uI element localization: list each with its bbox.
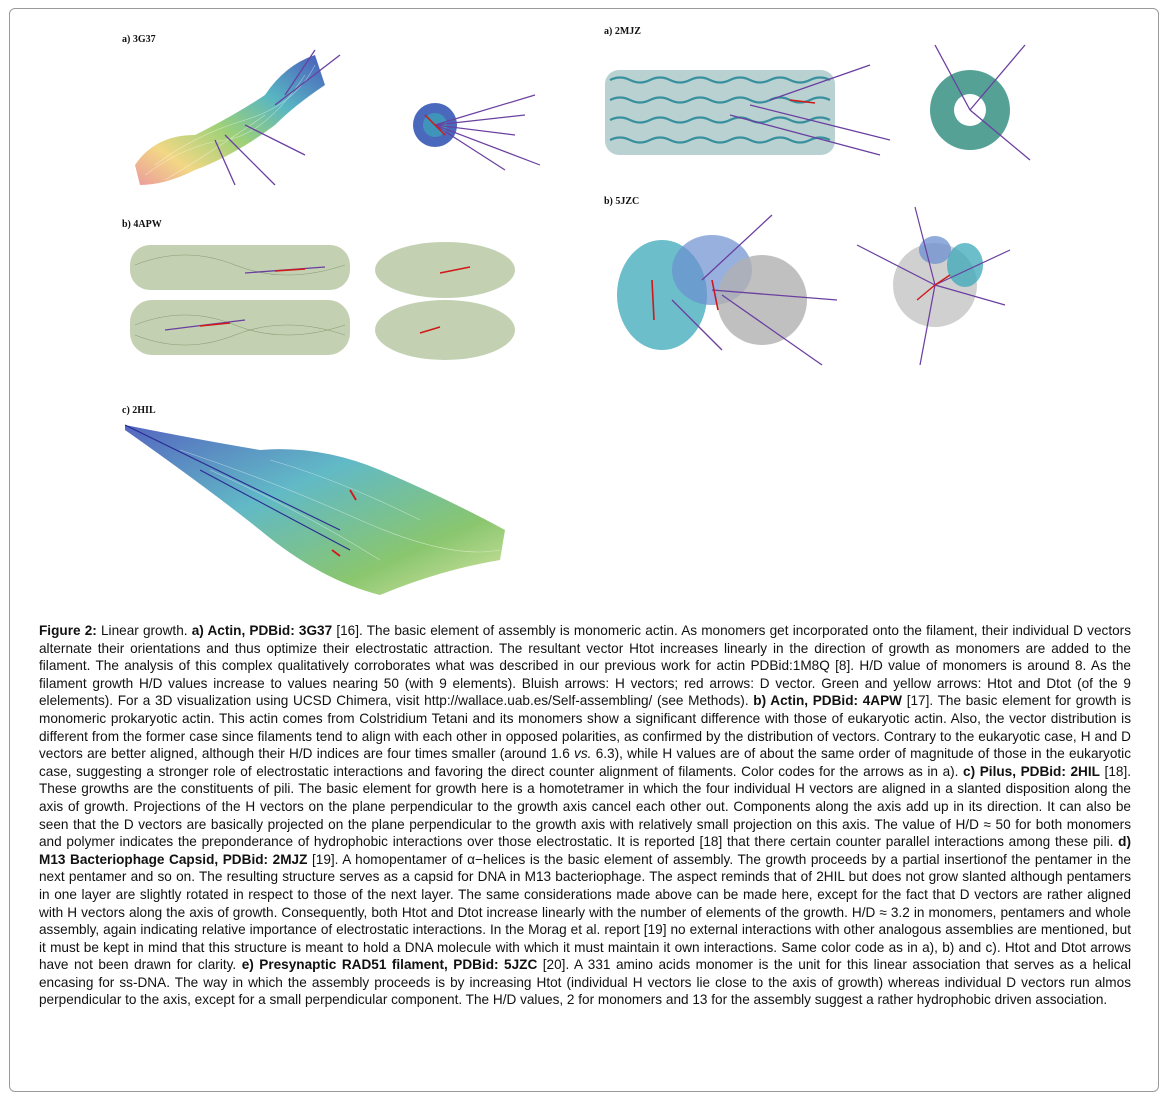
image-3g37-axial-view <box>413 94 541 171</box>
panel-label-a-2mjz: a) 2MJZ <box>604 26 641 37</box>
image-5jzc-axial-view <box>856 206 1011 366</box>
caption-figure-label: Figure 2: <box>39 623 97 638</box>
panel-label-c-2hil: c) 2HIL <box>122 405 156 416</box>
caption-intro: Linear growth. <box>96 623 192 638</box>
caption-d-text: [19]. A homopentamer of α−helices is the… <box>39 851 1131 973</box>
caption-b-text-2: 6.3), while H values are of about the sa… <box>39 746 1131 779</box>
figure-frame <box>9 8 1159 1092</box>
caption-e-heading: e) Presynaptic RAD51 filament, PDBid: 5J… <box>241 957 538 973</box>
caption-a-text: [16]. The basic element of assembly is m… <box>39 623 1131 709</box>
caption-e-text: [20]. A 331 amino acids monomer is the u… <box>39 957 1131 1008</box>
figure-caption: Figure 2: Linear growth. a) Actin, PDBid… <box>39 622 1131 1009</box>
caption-b-heading: b) Actin, PDBid: 4APW <box>753 693 903 709</box>
caption-vs: vs. <box>574 746 592 762</box>
caption-c-text: [18]. These growths are the constituents… <box>39 763 1131 850</box>
image-2hil-filament <box>124 424 505 595</box>
image-2mjz-axial-view <box>930 44 1031 161</box>
image-5jzc-side-view <box>617 214 838 366</box>
caption-a-heading: a) Actin, PDBid: 3G37 <box>191 623 333 638</box>
caption-c-heading: c) Pilus, PDBid: 2HIL <box>963 763 1100 779</box>
image-2mjz-side-view <box>605 64 891 156</box>
image-4apw-axial-view <box>375 242 515 360</box>
caption-b-text: [17]. The basic element for growth is mo… <box>39 693 1132 762</box>
image-3g37-side-view <box>135 49 341 186</box>
panel-label-a-3g37: a) 3G37 <box>122 34 156 45</box>
panel-label-b-5jzc: b) 5JZC <box>604 196 640 207</box>
panel-label-b-4apw: b) 4APW <box>122 219 162 230</box>
caption-d-heading: d) M13 Bacteriophage Capsid, PDBid: 2MJZ <box>39 834 1131 867</box>
image-4apw-side-view <box>130 245 350 355</box>
